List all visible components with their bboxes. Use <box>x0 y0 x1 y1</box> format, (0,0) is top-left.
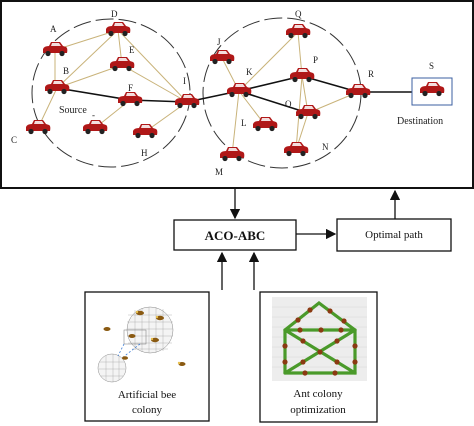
node-label-j: J <box>217 37 221 47</box>
ant-colony-line1: Ant colony <box>293 388 343 400</box>
node-label-q: Q <box>295 9 302 19</box>
node-label-i: I <box>183 76 186 86</box>
node-label-a: A <box>50 24 57 34</box>
cluster-left <box>31 18 191 168</box>
source-label: Source <box>59 105 87 116</box>
node-labels: A D E B C F - H I J K L M Q P O N R S So… <box>11 9 443 177</box>
bee-colony-figure <box>97 306 186 383</box>
node-label-m: M <box>215 167 223 177</box>
node-label-g: - <box>92 110 95 120</box>
aco-abc-box <box>173 219 297 251</box>
ant-colony-figure <box>272 297 367 381</box>
optimal-path-label: Optimal path <box>365 229 423 241</box>
bee-colony-line1: Artificial bee <box>118 389 176 401</box>
node-label-p: P <box>313 55 318 65</box>
node-label-r: R <box>368 69 374 79</box>
node-label-n: N <box>322 142 329 152</box>
node-label-o: O <box>285 99 292 109</box>
node-label-e: E <box>129 45 135 55</box>
node-label-h: H <box>141 148 148 158</box>
node-label-s: S <box>429 61 434 71</box>
node-label-d: D <box>111 9 118 19</box>
destination-label: Destination <box>397 116 443 127</box>
aco-abc-label: ACO-ABC <box>205 228 266 243</box>
bee-colony-line2: colony <box>132 404 162 416</box>
node-label-l: L <box>241 118 247 128</box>
node-label-k: K <box>246 67 253 77</box>
node-label-c: C <box>11 135 17 145</box>
ant-colony-line2: optimization <box>290 404 346 416</box>
flow-arrows <box>216 188 401 290</box>
optimal-path-box <box>336 218 452 252</box>
node-label-f: F <box>128 83 133 93</box>
node-label-b: B <box>63 66 69 76</box>
